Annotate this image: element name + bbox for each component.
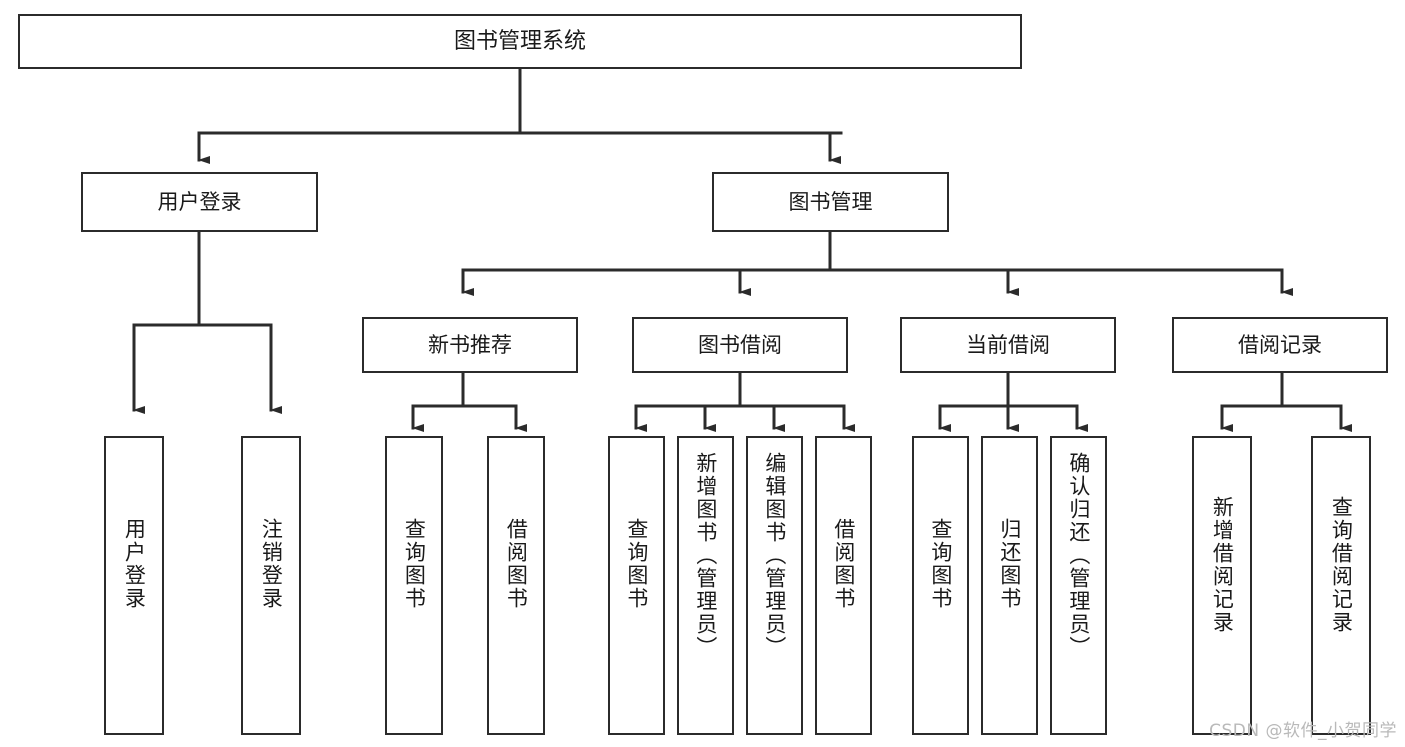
node-label: 图书借阅 <box>698 332 782 357</box>
node-label: 查询图书 <box>624 518 649 610</box>
node-leaf-user-login[interactable]: 用户登录 <box>104 436 164 735</box>
node-label: 新书推荐 <box>428 332 512 357</box>
node-leaf-edit-book[interactable]: 编辑图书（管理员） <box>746 436 803 735</box>
node-label: 借阅图书 <box>831 518 856 610</box>
node-label: 图书管理 <box>788 189 873 214</box>
node-user-login[interactable]: 用户登录 <box>81 172 318 232</box>
node-leaf-query-book-current[interactable]: 查询图书 <box>912 436 969 735</box>
node-leaf-borrow-book-borrow[interactable]: 借阅图书 <box>815 436 872 735</box>
node-label: 借阅记录 <box>1238 332 1322 357</box>
node-book-borrow[interactable]: 图书借阅 <box>632 317 848 373</box>
node-label: 确认归还（管理员） <box>1066 452 1091 659</box>
node-leaf-logout[interactable]: 注销登录 <box>241 436 301 735</box>
node-label: 新增借阅记录 <box>1210 496 1235 634</box>
node-leaf-confirm-return[interactable]: 确认归还（管理员） <box>1050 436 1107 735</box>
node-label: 用户登录 <box>122 518 147 610</box>
node-current-borrow[interactable]: 当前借阅 <box>900 317 1116 373</box>
node-leaf-query-book-recommend[interactable]: 查询图书 <box>385 436 443 735</box>
node-new-book-recommend[interactable]: 新书推荐 <box>362 317 578 373</box>
node-label: 借阅图书 <box>504 518 529 610</box>
node-leaf-borrow-book-recommend[interactable]: 借阅图书 <box>487 436 545 735</box>
node-label: 注销登录 <box>259 518 284 610</box>
node-root-system[interactable]: 图书管理系统 <box>18 14 1022 69</box>
node-leaf-query-book-borrow[interactable]: 查询图书 <box>608 436 665 735</box>
node-label: 用户登录 <box>157 189 242 214</box>
node-book-manage[interactable]: 图书管理 <box>712 172 949 232</box>
node-leaf-add-borrow-record[interactable]: 新增借阅记录 <box>1192 436 1252 735</box>
node-label: 查询借阅记录 <box>1329 496 1354 634</box>
node-leaf-add-book[interactable]: 新增图书（管理员） <box>677 436 734 735</box>
node-label: 查询图书 <box>928 518 953 610</box>
node-label: 当前借阅 <box>966 332 1050 357</box>
node-label: 归还图书 <box>997 518 1022 610</box>
node-leaf-return-book[interactable]: 归还图书 <box>981 436 1038 735</box>
node-label: 新增图书（管理员） <box>693 452 718 659</box>
node-leaf-query-borrow-record[interactable]: 查询借阅记录 <box>1311 436 1371 735</box>
node-label: 查询图书 <box>402 518 427 610</box>
node-label: 图书管理系统 <box>453 28 586 54</box>
node-borrow-record[interactable]: 借阅记录 <box>1172 317 1388 373</box>
node-label: 编辑图书（管理员） <box>762 452 787 659</box>
